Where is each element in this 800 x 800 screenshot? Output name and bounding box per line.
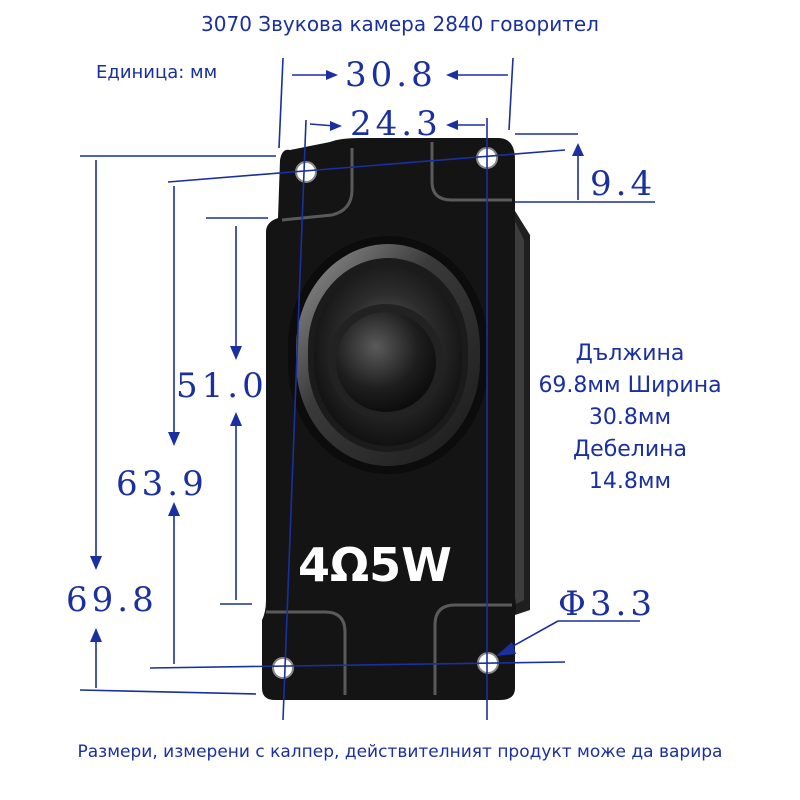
spec-block: Дължина 69.8мм Ширина 30.8мм Дебелина 14… xyxy=(520,338,740,498)
dim-width-outer: 30.8 xyxy=(345,55,437,95)
mounting-hole-bottom-left xyxy=(273,658,293,678)
footer-disclaimer: Размери, измерени с калпер, действителни… xyxy=(77,742,723,762)
page-title: 3070 Звукова камера 2840 говорител xyxy=(201,12,599,36)
spec-line: Дължина xyxy=(575,341,685,366)
spec-line: 30.8мм xyxy=(588,405,672,430)
dim-hole-diameter: Φ3.3 xyxy=(558,584,656,624)
dim-inner-height: 51.0 xyxy=(176,366,268,406)
spec-line: 69.8мм Ширина xyxy=(538,373,722,398)
mounting-holes xyxy=(272,147,499,679)
flange-grooves-bottom xyxy=(266,603,512,695)
dim-width-inner: 24.3 xyxy=(350,104,442,144)
dimension-lines xyxy=(79,57,655,721)
dim-thickness-step: 9.4 xyxy=(590,164,657,204)
unit-label: Единица: мм xyxy=(96,62,218,83)
dim-hole-spacing: 63.9 xyxy=(116,464,208,504)
mounting-hole-top-left xyxy=(296,162,316,182)
flange-grooves-top xyxy=(281,142,512,222)
spec-line: Дебелина xyxy=(572,437,688,462)
speaker-driver xyxy=(288,236,488,474)
dim-total-length: 69.8 xyxy=(66,580,158,620)
spec-line: 14.8мм xyxy=(588,469,672,494)
power-rating-label: 4Ω5W xyxy=(298,538,452,592)
